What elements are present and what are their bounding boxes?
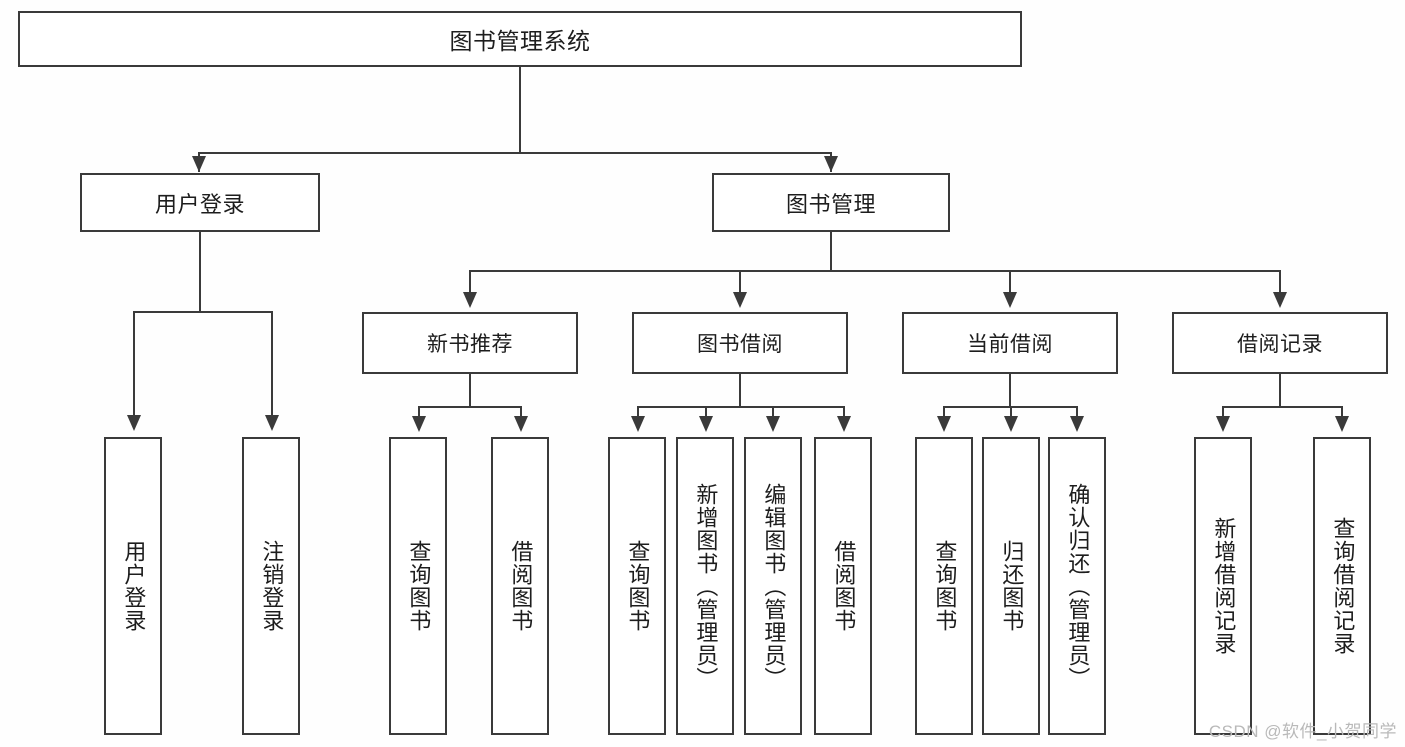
connector-book-borrow-stem: [739, 374, 741, 408]
leaf-confirm-return-admin[interactable]: 确认归还（管理员）: [1048, 437, 1106, 735]
arrow-to-query-record-br: [1335, 416, 1349, 432]
connector-bb-leaf3-drop: [772, 406, 774, 422]
connector-to-current-borrow: [1009, 270, 1011, 296]
arrow-to-user-login-leaf: [127, 415, 141, 431]
arrow-to-return-book-cb: [1004, 416, 1018, 432]
node-book-management[interactable]: 图书管理: [712, 173, 950, 232]
leaf-query-book-current[interactable]: 查询图书: [915, 437, 973, 735]
connector-nbr-leaf2-drop: [520, 406, 522, 422]
connector-root-stem: [519, 67, 521, 153]
connector-book-borrow-bus: [637, 406, 843, 408]
connector-user-login-right-drop: [271, 311, 273, 421]
node-current-borrow[interactable]: 当前借阅: [902, 312, 1118, 374]
node-label: 查询图书: [932, 540, 958, 632]
leaf-user-login[interactable]: 用户登录: [104, 437, 162, 735]
node-new-book-recommend[interactable]: 新书推荐: [362, 312, 578, 374]
node-label: 用户登录: [154, 191, 245, 217]
arrow-root-to-book-management: [824, 156, 838, 172]
node-label: 查询图书: [625, 540, 651, 632]
node-label: 查询借阅记录: [1330, 517, 1356, 655]
node-label: 用户登录: [121, 540, 147, 632]
arrow-to-borrow-record: [1273, 292, 1287, 308]
node-root-book-management-system[interactable]: 图书管理系统: [18, 11, 1022, 67]
connector-br-leaf1-drop: [1222, 406, 1224, 422]
node-label: 新增借阅记录: [1211, 517, 1237, 655]
connector-new-book-recommend-bus: [418, 406, 522, 408]
connector-cb-leaf3-drop: [1076, 406, 1078, 422]
node-label: 新书推荐: [427, 333, 513, 356]
leaf-query-borrow-record[interactable]: 查询借阅记录: [1313, 437, 1371, 735]
node-book-borrow[interactable]: 图书借阅: [632, 312, 848, 374]
node-label: 编辑图书（管理员）: [761, 482, 787, 690]
leaf-logout[interactable]: 注销登录: [242, 437, 300, 735]
node-label: 归还图书: [999, 540, 1025, 632]
connector-user-login-left-drop: [133, 311, 135, 421]
arrow-to-confirm-return-cb: [1070, 416, 1084, 432]
connector-nbr-leaf1-drop: [418, 406, 420, 422]
leaf-add-book-admin[interactable]: 新增图书（管理员）: [676, 437, 734, 735]
connector-book-management-stem: [830, 232, 832, 272]
node-label: 图书管理: [785, 191, 876, 217]
node-label: 借阅图书: [831, 540, 857, 632]
leaf-borrow-book-recommend[interactable]: 借阅图书: [491, 437, 549, 735]
node-label: 当前借阅: [967, 333, 1053, 356]
arrow-to-add-book-bb: [699, 416, 713, 432]
arrow-to-book-borrow: [733, 292, 747, 308]
leaf-add-borrow-record[interactable]: 新增借阅记录: [1194, 437, 1252, 735]
connector-to-book-borrow: [739, 270, 741, 296]
connector-level3-bus: [469, 270, 1281, 272]
arrow-to-logout-leaf: [265, 415, 279, 431]
connector-to-new-book-recommend: [469, 270, 471, 296]
connector-cb-leaf1-drop: [943, 406, 945, 422]
watermark: CSDN @软件_小贺同学: [1208, 722, 1397, 741]
connector-borrow-record-bus: [1222, 406, 1342, 408]
connector-current-borrow-stem: [1009, 374, 1011, 408]
arrow-to-edit-book-bb: [766, 416, 780, 432]
node-label: 新增图书（管理员）: [693, 482, 719, 690]
connector-user-login-bus: [133, 311, 273, 313]
arrow-to-query-book-cb: [937, 416, 951, 432]
node-label: 注销登录: [259, 540, 285, 632]
connector-br-leaf2-drop: [1341, 406, 1343, 422]
node-label: 确认归还（管理员）: [1065, 482, 1091, 690]
node-label: 图书管理系统: [449, 28, 591, 54]
leaf-query-book-recommend[interactable]: 查询图书: [389, 437, 447, 735]
arrow-to-borrow-book-nbr: [514, 416, 528, 432]
arrow-to-new-book-recommend: [463, 292, 477, 308]
connector-borrow-record-stem: [1279, 374, 1281, 408]
leaf-return-book[interactable]: 归还图书: [982, 437, 1040, 735]
node-label: 借阅记录: [1237, 333, 1323, 356]
arrow-to-query-book-bb: [631, 416, 645, 432]
leaf-edit-book-admin[interactable]: 编辑图书（管理员）: [744, 437, 802, 735]
arrow-root-to-user-login: [192, 156, 206, 172]
node-label: 查询图书: [406, 540, 432, 632]
leaf-borrow-book[interactable]: 借阅图书: [814, 437, 872, 735]
connector-bb-leaf1-drop: [637, 406, 639, 422]
arrow-to-current-borrow: [1003, 292, 1017, 308]
leaf-query-book-borrow[interactable]: 查询图书: [608, 437, 666, 735]
node-label: 图书借阅: [697, 333, 783, 356]
connector-root-bus: [198, 152, 831, 154]
node-borrow-record[interactable]: 借阅记录: [1172, 312, 1388, 374]
connector-bb-leaf2-drop: [705, 406, 707, 422]
connector-to-borrow-record: [1279, 270, 1281, 296]
arrow-to-add-record-br: [1216, 416, 1230, 432]
connector-bb-leaf4-drop: [843, 406, 845, 422]
arrow-to-borrow-book-bb: [837, 416, 851, 432]
node-label: 借阅图书: [508, 540, 534, 632]
connector-user-login-stem: [199, 232, 201, 312]
connector-cb-leaf2-drop: [1010, 406, 1012, 422]
connector-new-book-recommend-stem: [469, 374, 471, 408]
arrow-to-query-book-nbr: [412, 416, 426, 432]
node-user-login[interactable]: 用户登录: [80, 173, 320, 232]
